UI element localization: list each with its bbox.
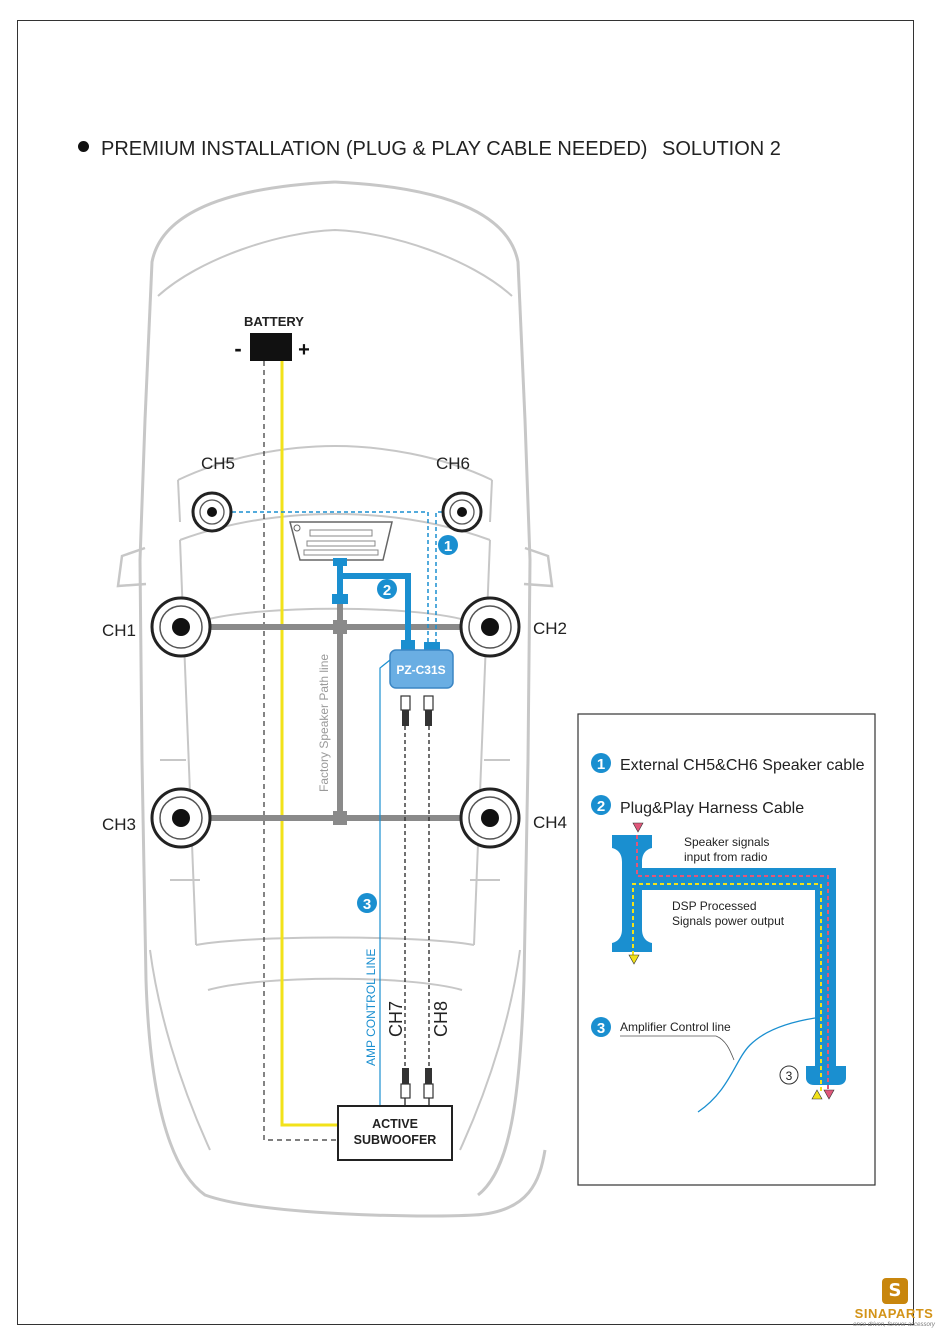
battery-body bbox=[250, 333, 292, 361]
subwoofer-line2: SUBWOOFER bbox=[354, 1133, 437, 1147]
legend-marker-1-label: 1 bbox=[597, 756, 605, 773]
plug-play-harness bbox=[332, 558, 415, 650]
ch5-label: CH5 bbox=[201, 454, 235, 473]
legend-control-line bbox=[697, 1017, 816, 1113]
page-frame bbox=[17, 20, 914, 1325]
header-solution: SOLUTION 2 bbox=[662, 138, 781, 160]
factory-path-label: Factory Speaker Path line bbox=[317, 654, 331, 792]
legend-marker-2 bbox=[591, 795, 611, 815]
legend-circle-3 bbox=[779, 1065, 799, 1085]
legend-marker-3-label: 3 bbox=[597, 1020, 605, 1037]
junction-top bbox=[333, 620, 347, 634]
ch6-label: CH6 bbox=[436, 454, 470, 473]
logo-name: SINAPARTS bbox=[854, 1306, 934, 1321]
legend-item-3: Amplifier Control line bbox=[620, 1020, 731, 1034]
head-unit bbox=[289, 521, 393, 561]
legend-circle-3-label: 3 bbox=[786, 1069, 793, 1083]
active-subwoofer bbox=[337, 1105, 453, 1161]
marker-1: 1 bbox=[438, 535, 458, 555]
legend-output-line1: DSP Processed bbox=[672, 899, 757, 913]
bullet-icon bbox=[78, 141, 89, 152]
legend-input-line1: Speaker signals bbox=[684, 835, 769, 849]
ch8-label: CH8 bbox=[431, 1001, 451, 1037]
marker-1-label: 1 bbox=[444, 538, 452, 555]
amp-control-label: AMP CONTROL LINE bbox=[364, 949, 378, 1066]
ch5-ch6-cable bbox=[232, 511, 442, 645]
legend-marker-3 bbox=[591, 1017, 611, 1037]
ch4-label: CH4 bbox=[533, 813, 567, 832]
legend-marker-1 bbox=[591, 753, 611, 773]
header-title: PREMIUM INSTALLATION (PLUG & PLAY CABLE … bbox=[101, 138, 648, 160]
marker-3: 3 bbox=[357, 893, 377, 913]
ch2-label: CH2 bbox=[533, 619, 567, 638]
marker-2: 2 bbox=[377, 579, 397, 599]
logo-mark-icon: S bbox=[882, 1278, 908, 1304]
speaker-ch5 bbox=[191, 491, 233, 533]
legend: 1 External CH5&CH6 Speaker cable 2 Plug&… bbox=[577, 713, 876, 1186]
dsp-box bbox=[389, 649, 454, 689]
battery: BATTERY - + bbox=[234, 314, 310, 361]
speaker-ch6 bbox=[441, 491, 483, 533]
legend-output-line2: Signals power output bbox=[672, 914, 785, 928]
power-wire bbox=[280, 361, 338, 1127]
harness-illustration bbox=[612, 822, 846, 1100]
speaker-ch4 bbox=[459, 787, 521, 849]
marker-2-label: 2 bbox=[383, 582, 391, 599]
ch3-label: CH3 bbox=[102, 815, 136, 834]
brand-logo: S SINAPARTS once driven, forever accesso… bbox=[848, 1278, 940, 1330]
legend-item-2: Plug&Play Harness Cable bbox=[620, 800, 804, 817]
ground-wire bbox=[263, 361, 338, 1141]
page-header: PREMIUM INSTALLATION (PLUG & PLAY CABLE … bbox=[78, 138, 781, 161]
ch5-ch6-plug bbox=[424, 642, 440, 651]
rca-cables bbox=[400, 695, 434, 1106]
legend-pointer-line bbox=[620, 1035, 735, 1061]
speaker-ch2 bbox=[459, 596, 521, 658]
ch7-label: CH7 bbox=[386, 1001, 406, 1037]
car-outline bbox=[116, 180, 554, 1218]
junction-bottom bbox=[333, 811, 347, 825]
legend-marker-2-label: 2 bbox=[597, 798, 605, 815]
legend-item-1: External CH5&CH6 Speaker cable bbox=[620, 757, 865, 774]
battery-minus: - bbox=[234, 336, 241, 361]
logo-tagline: once driven, forever accessory bbox=[853, 1322, 935, 1328]
marker-3-label: 3 bbox=[363, 896, 371, 913]
subwoofer-line1: ACTIVE bbox=[372, 1117, 418, 1131]
ch1-label: CH1 bbox=[102, 621, 136, 640]
battery-plus: + bbox=[298, 339, 310, 361]
dsp-label: PZ-C31S bbox=[396, 663, 445, 677]
speaker-ch1 bbox=[150, 596, 212, 658]
speaker-ch3 bbox=[150, 787, 212, 849]
battery-label: BATTERY bbox=[244, 314, 304, 329]
legend-input-line2: input from radio bbox=[684, 850, 768, 864]
